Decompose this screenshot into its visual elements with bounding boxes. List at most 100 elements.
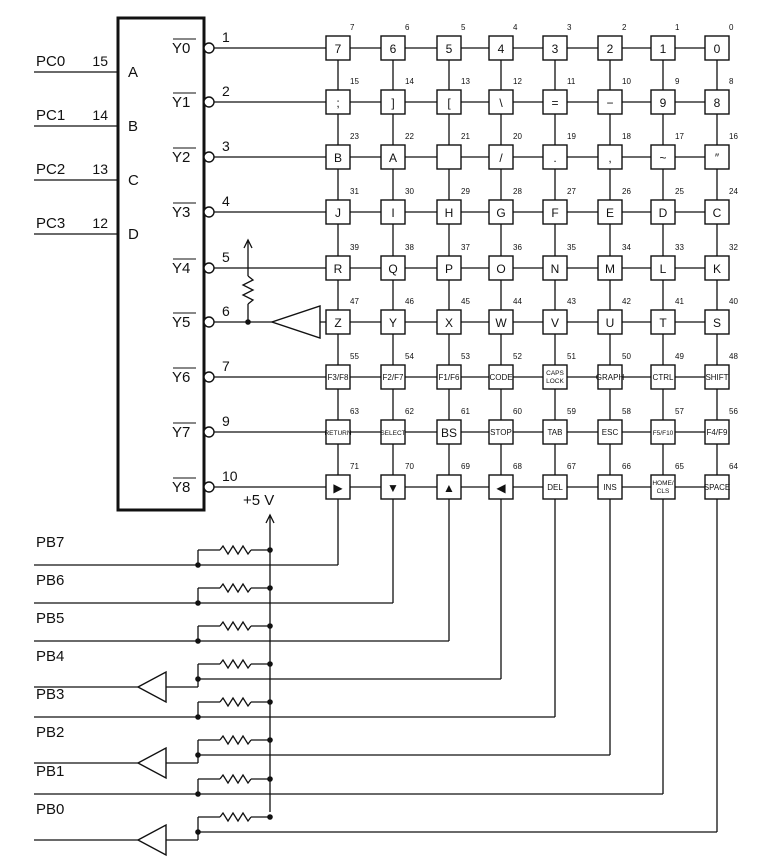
- supply-arrow-icon: [265, 513, 275, 524]
- key-label: =: [551, 96, 558, 110]
- key-label: 5: [446, 42, 453, 56]
- key-number: 40: [729, 297, 738, 306]
- key-switch: [325, 199, 351, 225]
- key-label: INS: [603, 483, 616, 492]
- key-switch: [650, 144, 676, 170]
- junction-dot: [245, 319, 251, 325]
- key-label: 1: [660, 42, 667, 56]
- key-switch: [488, 199, 514, 225]
- key-label: ~: [659, 151, 666, 165]
- key-switch: [650, 255, 676, 281]
- key-switch: [542, 35, 568, 61]
- key-label: 9: [660, 96, 667, 110]
- key-number: 44: [513, 297, 522, 306]
- key-number: 24: [729, 187, 738, 196]
- key-number: 37: [461, 243, 470, 252]
- supply-arrow-icon: [243, 238, 253, 249]
- port-label-pb5: PB5: [36, 610, 64, 627]
- pullup-resistor-icon: [219, 620, 252, 632]
- input-label-pc3: PC3: [36, 215, 65, 232]
- key-switch: [380, 364, 406, 390]
- key-switch: [380, 419, 406, 445]
- input-letter-b: B: [128, 118, 138, 135]
- key-label: W: [495, 316, 507, 330]
- key-switch: [704, 199, 730, 225]
- key-label: 6: [390, 42, 397, 56]
- key-number: 61: [461, 407, 470, 416]
- junction-dot: [267, 623, 273, 629]
- inversion-bubble: [203, 96, 215, 108]
- key-number: 53: [461, 352, 470, 361]
- key-switch: [704, 144, 730, 170]
- output-pin-4: 4: [222, 193, 230, 209]
- key-switch: [325, 89, 351, 115]
- key-number: 13: [461, 77, 470, 86]
- key-label: F3/F8: [328, 373, 349, 382]
- key-number: 27: [567, 187, 576, 196]
- key-number: 42: [622, 297, 631, 306]
- output-label-y2: Y2: [172, 149, 190, 166]
- key-label: M: [605, 262, 615, 276]
- output-pin-7: 7: [222, 358, 230, 374]
- key-switch: [650, 89, 676, 115]
- key-label: /: [499, 151, 503, 165]
- key-label: 4: [498, 42, 505, 56]
- key-number: 20: [513, 132, 522, 141]
- pullup-resistor-icon: [241, 275, 255, 305]
- input-letter-d: D: [128, 226, 139, 243]
- key-number: 9: [675, 77, 680, 86]
- key-number: 28: [513, 187, 522, 196]
- key-label: BS: [441, 426, 457, 440]
- key-number: 29: [461, 187, 470, 196]
- key-label: 2: [607, 42, 614, 56]
- port-label-pb2: PB2: [36, 724, 64, 741]
- key-switch: [436, 364, 462, 390]
- key-number: 11: [567, 77, 576, 86]
- key-label: 7: [335, 42, 342, 56]
- key-switch: [704, 35, 730, 61]
- key-label: Y: [389, 316, 397, 330]
- key-number: 15: [350, 77, 359, 86]
- output-pin-6: 6: [222, 303, 230, 319]
- key-number: 21: [461, 132, 470, 141]
- key-switch: [542, 199, 568, 225]
- port-label-pb6: PB6: [36, 572, 64, 589]
- buffer-icon: [136, 823, 167, 857]
- key-switch: [650, 364, 676, 390]
- key-label: ▲: [443, 481, 455, 495]
- inversion-bubble: [203, 262, 215, 274]
- inversion-bubble: [203, 206, 215, 218]
- key-switch: [597, 364, 623, 390]
- key-switch: [436, 35, 462, 61]
- junction-dot: [267, 814, 273, 820]
- input-letter-a: A: [128, 64, 138, 81]
- key-number: 66: [622, 462, 631, 471]
- key-number: 55: [350, 352, 359, 361]
- key-label: F2/F7: [383, 373, 404, 382]
- key-number: 19: [567, 132, 576, 141]
- key-switch: [325, 309, 351, 335]
- pullup-resistor-icon: [219, 773, 252, 785]
- key-number: 14: [405, 77, 414, 86]
- key-label: RETURN: [324, 430, 351, 437]
- key-number: 8: [729, 77, 734, 86]
- input-pin-14: 14: [92, 107, 108, 123]
- key-number: 38: [405, 243, 414, 252]
- port-label-pb4: PB4: [36, 648, 64, 665]
- key-switch: [597, 419, 623, 445]
- key-number: 30: [405, 187, 414, 196]
- output-label-y0: Y0: [172, 40, 190, 57]
- key-switch: [597, 309, 623, 335]
- input-pin-15: 15: [92, 53, 108, 69]
- key-number: 34: [622, 243, 631, 252]
- key-number: 59: [567, 407, 576, 416]
- key-switch: [488, 89, 514, 115]
- key-switch: [650, 474, 676, 500]
- key-label: ;: [336, 96, 339, 110]
- key-number: 68: [513, 462, 522, 471]
- output-label-y1: Y1: [172, 94, 190, 111]
- key-label: R: [334, 262, 343, 276]
- key-switch: [436, 419, 462, 445]
- key-switch: [380, 199, 406, 225]
